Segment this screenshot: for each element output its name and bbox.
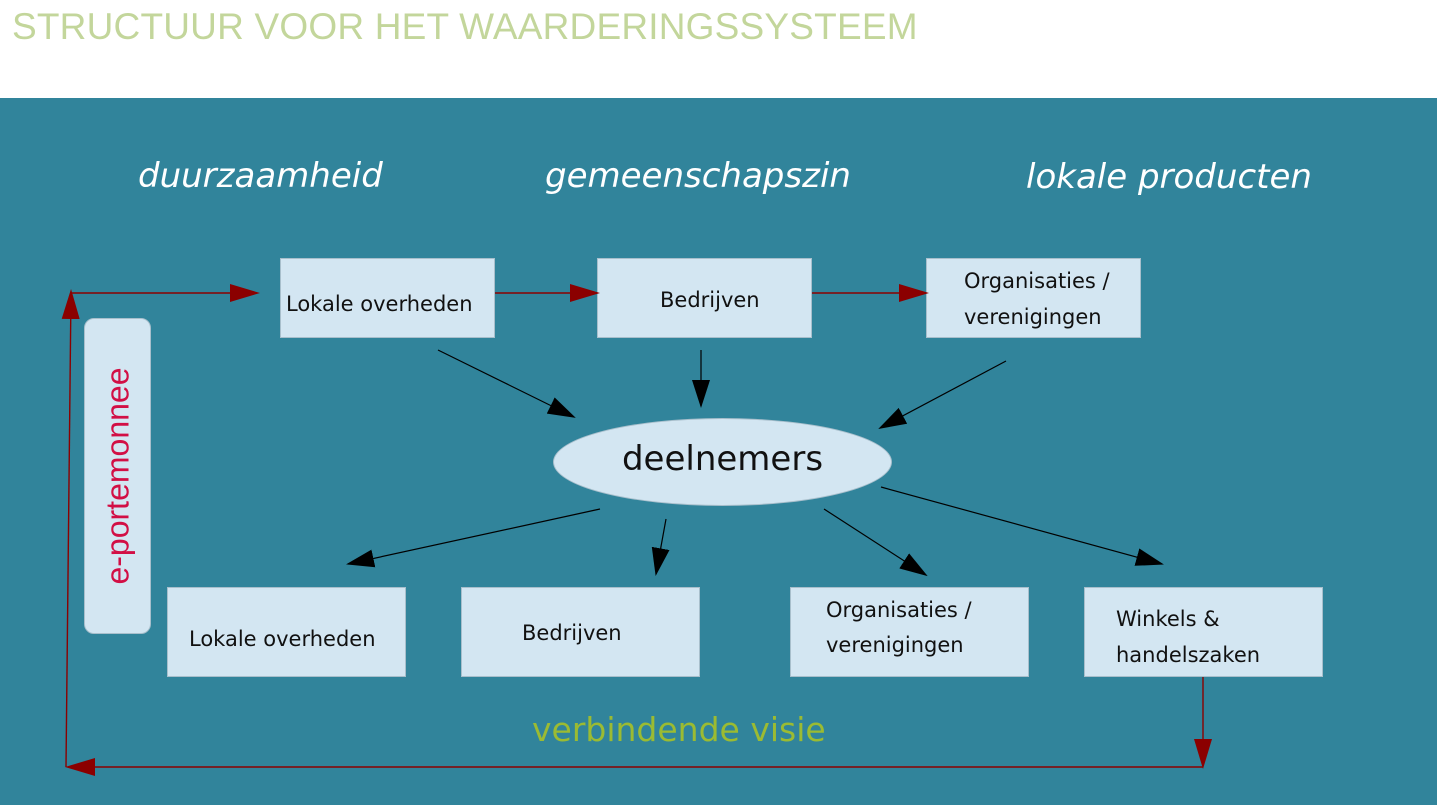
arrow-deelnemers-to-bottom-winkels <box>880 486 1164 566</box>
page-title: STRUCTUUR VOOR HET WAARDERINGSSYSTEEM <box>12 6 918 47</box>
bottom-box-organisaties-label-line1: Organisaties / <box>826 598 972 622</box>
top-box-bedrijven-label: Bedrijven <box>660 288 760 312</box>
bottom-box-winkels-label-line1: Winkels & <box>1116 607 1220 631</box>
arrow-deelnemers-to-bottom-overheden <box>346 508 601 568</box>
bottom-box-organisaties-label-line2: verenigingen <box>826 633 964 657</box>
top-box-lokale-overheden: Lokale overheden <box>280 258 495 338</box>
arrow-left-up <box>61 289 80 768</box>
bottom-box-organisaties: Organisaties / verenigingen <box>790 587 1029 677</box>
deelnemers-ellipse: deelnemers <box>553 418 892 506</box>
top-box-lokale-overheden-label: Lokale overheden <box>286 292 473 316</box>
bottom-box-winkels-label-line2: handelszaken <box>1116 643 1261 667</box>
footer-label: verbindende visie <box>532 710 826 749</box>
arrow-deelnemers-to-bottom-organisaties <box>823 508 928 577</box>
arrow-deelnemers-to-bottom-bedrijven <box>651 518 670 576</box>
bottom-box-bedrijven: Bedrijven <box>461 587 700 677</box>
value-lokale-producten: lokale producten <box>1026 157 1312 197</box>
bottom-box-winkels: Winkels & handelszaken <box>1084 587 1323 677</box>
bottom-box-lokale-overheden: Lokale overheden <box>167 587 406 677</box>
arrow-top-overheden-to-deelnemers <box>437 349 576 418</box>
top-box-bedrijven: Bedrijven <box>597 258 812 338</box>
top-box-organisaties-label-line2: verenigingen <box>964 305 1102 329</box>
deelnemers-label: deelnemers <box>621 439 824 479</box>
value-duurzaamheid: duurzaamheid <box>138 156 383 196</box>
bottom-box-lokale-overheden-label: Lokale overheden <box>189 627 376 651</box>
top-box-organisaties-label-line1: Organisaties / <box>964 269 1110 293</box>
top-box-organisaties: Organisaties / verenigingen <box>926 258 1141 338</box>
e-portemonnee-box: e-portemonnee <box>84 318 151 634</box>
value-gemeenschapszin: gemeenschapszin <box>545 156 851 196</box>
arrow-top-organisaties-to-deelnemers <box>878 360 1007 429</box>
bottom-box-bedrijven-label: Bedrijven <box>522 621 622 645</box>
